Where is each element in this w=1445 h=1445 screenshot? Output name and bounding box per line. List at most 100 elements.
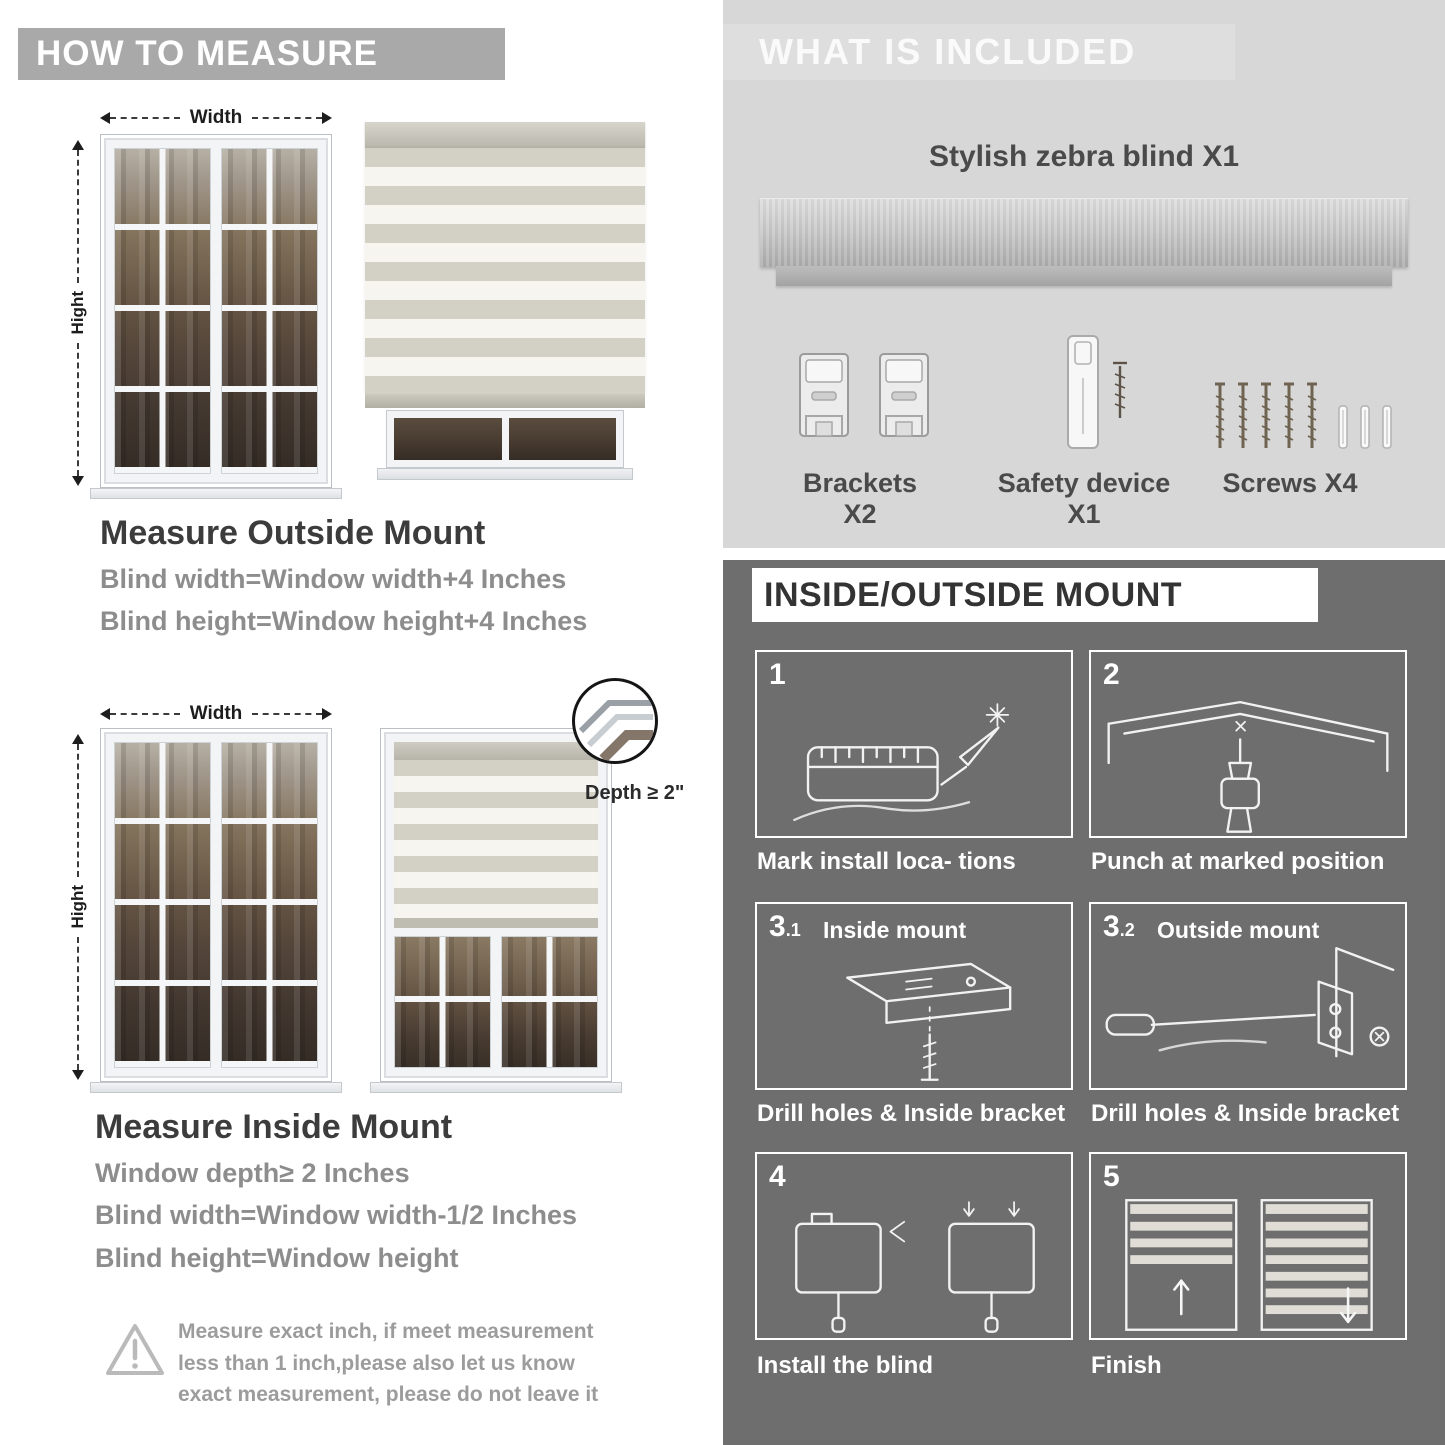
drill-illustration	[1107, 700, 1389, 833]
arrow-right-icon	[322, 708, 332, 720]
step-panel-3-2: 3.2 Outside mount	[1089, 902, 1407, 1090]
outside-mount-heading: Measure Outside Mount	[100, 514, 486, 552]
product-label: Stylish zebra blind X1	[928, 140, 1240, 173]
step-number: 1	[769, 658, 786, 691]
how-to-measure-title: HOW TO MEASURE	[36, 34, 378, 73]
arrow-left-icon	[100, 708, 110, 720]
zebra-blind-cassette-image	[760, 198, 1408, 267]
how-to-measure-banner: HOW TO MEASURE	[18, 28, 505, 80]
screw-icon	[1307, 382, 1317, 448]
step-caption-1: Mark install loca- tions	[757, 848, 1016, 875]
step-caption-4: Install the blind	[757, 1352, 934, 1379]
window-sill	[90, 488, 342, 499]
window-sill	[377, 468, 633, 480]
window-sill	[90, 1082, 342, 1093]
anchors-group	[1336, 404, 1394, 452]
zebra-blind-cassette-underside	[776, 266, 1392, 286]
height-arrow: Hight	[68, 140, 87, 486]
screw-icon	[1238, 382, 1248, 448]
step-number: 4	[769, 1160, 786, 1193]
mount-guide-panel	[723, 560, 1445, 1445]
safety-device-label: Safety device X1	[997, 468, 1171, 529]
wall-anchor-icon	[1382, 405, 1392, 449]
window-illustration-outside	[100, 134, 332, 488]
height-label: Hight	[68, 885, 87, 929]
outside-width-formula: Blind width=Window width+4 Inches	[100, 564, 567, 594]
zebra-stripes	[394, 760, 598, 918]
blind-bottom-rail	[394, 917, 598, 928]
step-number: 5	[1103, 1160, 1120, 1193]
screws-group	[1212, 380, 1320, 454]
install-blind-illustration	[795, 1201, 1035, 1333]
outside-height-formula: Blind height=Window height+4 Inches	[100, 606, 588, 636]
inside-depth-rule: Window depth≥ 2 Inches	[95, 1158, 410, 1188]
inside-height-formula: Blind height=Window height	[95, 1243, 459, 1273]
what-is-included-banner: WHAT IS INCLUDED	[723, 24, 1235, 80]
height-arrow: Hight	[68, 734, 87, 1080]
arrow-left-icon	[100, 112, 110, 124]
warning-triangle-icon	[103, 1320, 167, 1385]
arrow-right-icon	[322, 112, 332, 124]
depth-requirement-label: Depth ≥ 2"	[585, 782, 685, 804]
zebra-stripes	[365, 148, 645, 394]
step-number: 2	[1103, 658, 1120, 691]
step-caption-3-1: Drill holes & Inside bracket	[757, 1100, 1066, 1127]
arrow-down-icon	[72, 1070, 84, 1080]
window-corner-detail	[578, 700, 653, 761]
blind-bottom-rail	[365, 394, 645, 408]
outside-mount-blind-illustration	[365, 122, 645, 490]
step-panel-2: 2	[1089, 650, 1407, 838]
step-panel-3-1: 3.1 Inside mount	[755, 902, 1073, 1090]
width-arrow: Width	[100, 107, 332, 128]
measurement-warning-text: Measure exact inch, if meet measurement …	[178, 1320, 599, 1406]
arrow-up-icon	[72, 734, 84, 744]
inside-mount-heading: Measure Inside Mount	[95, 1108, 453, 1146]
brackets-label: Brackets X2	[802, 468, 918, 529]
step-number: 3	[769, 910, 786, 943]
screw-icon	[1261, 382, 1271, 448]
finish-illustration	[1125, 1199, 1373, 1331]
wall-anchor-icon	[1338, 405, 1348, 449]
step-panel-1: 1	[755, 650, 1073, 838]
inside-bracket-illustration	[846, 962, 1012, 1081]
step-panel-5: 5	[1089, 1152, 1407, 1340]
arrow-up-icon	[72, 140, 84, 150]
window-illustration-inside	[100, 728, 332, 1082]
wall-anchor-icon	[1360, 405, 1370, 449]
step-caption-3-2: Drill holes & Inside bracket	[1091, 1100, 1400, 1127]
arrow-down-icon	[72, 476, 84, 486]
step-number: 3	[1103, 910, 1120, 943]
bracket-icon	[872, 346, 936, 455]
window-inside-mount-blind	[380, 728, 612, 1082]
window-sash	[394, 935, 491, 1068]
inside-width-formula: Blind width=Window width-1/2 Inches	[95, 1200, 578, 1230]
depth-callout-icon	[572, 678, 658, 764]
mount-guide-banner: INSIDE/OUTSIDE MOUNT	[752, 568, 1318, 622]
width-label: Width	[189, 107, 243, 128]
step-caption-5: Finish	[1091, 1352, 1162, 1379]
height-label: Hight	[68, 291, 87, 335]
section-divider	[723, 548, 1445, 560]
measure-mark-illustration	[793, 703, 1010, 822]
screw-icon	[1215, 382, 1225, 448]
width-arrow: Width	[100, 703, 332, 724]
step-caption-2: Punch at marked position	[1091, 848, 1385, 875]
window-sill	[370, 1082, 622, 1093]
step-panel-4: 4	[755, 1152, 1073, 1340]
window-sash	[501, 935, 598, 1068]
safety-device-icon	[1058, 330, 1144, 465]
blind-cassette	[394, 742, 598, 760]
window-sash	[114, 148, 211, 474]
window-sash	[221, 148, 318, 474]
window-peek	[377, 410, 633, 480]
inside-mount-blind	[394, 742, 598, 928]
blind-cassette	[365, 122, 645, 148]
outside-bracket-illustration	[1105, 947, 1395, 1058]
screws-label: Screws X4	[1222, 468, 1358, 498]
bracket-icon	[792, 346, 856, 455]
window-sash	[114, 742, 211, 1068]
mount-guide-title: INSIDE/OUTSIDE MOUNT	[764, 575, 1183, 614]
step-title: Outside mount	[1157, 917, 1320, 943]
step-title: Inside mount	[823, 917, 967, 943]
